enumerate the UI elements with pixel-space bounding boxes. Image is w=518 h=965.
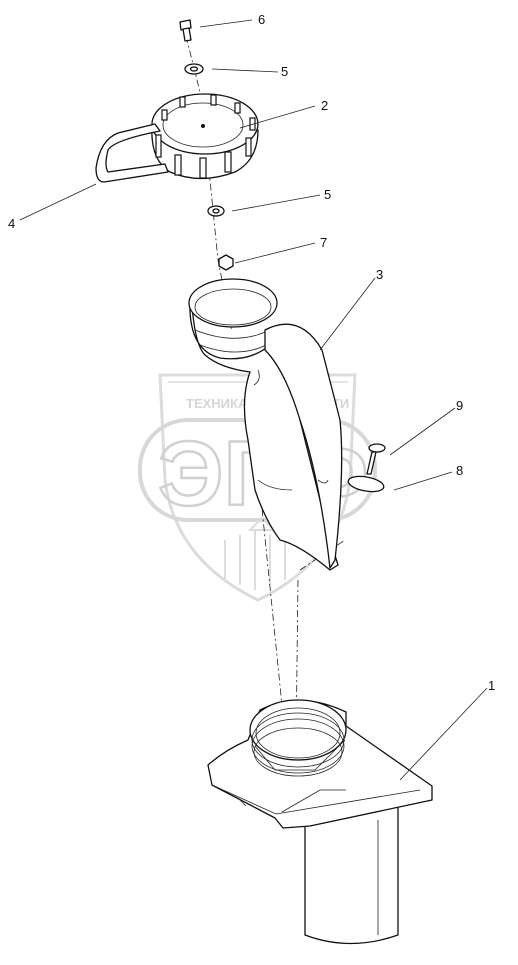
callout-1: 1 [488, 678, 495, 693]
watermark-top-left: ТЕХНИКА [186, 396, 248, 411]
washer-part-5-lower [207, 205, 225, 217]
washer-part-5-upper [184, 63, 204, 75]
callout-labels: 6 5 2 4 5 7 3 9 8 1 [8, 12, 495, 693]
callout-7: 7 [320, 235, 327, 250]
tank-neck-base-part-1 [207, 699, 433, 945]
nut-part-7 [218, 254, 234, 271]
callout-4: 4 [8, 216, 15, 231]
callout-6: 6 [258, 12, 265, 27]
filler-cap-part-2 [151, 93, 259, 180]
leader-lines [19, 19, 488, 781]
callout-5-lower: 5 [324, 187, 331, 202]
bolt-part-9 [366, 443, 386, 475]
bolt-part-6 [179, 19, 192, 42]
callout-5-upper: 5 [281, 64, 288, 79]
filler-neck-part-3 [188, 278, 343, 571]
callout-3: 3 [376, 267, 383, 282]
callout-9: 9 [456, 398, 463, 413]
callout-2: 2 [321, 98, 328, 113]
callout-8: 8 [456, 463, 463, 478]
retaining-strap-part-4 [95, 123, 169, 183]
plate-part-8 [347, 475, 385, 493]
